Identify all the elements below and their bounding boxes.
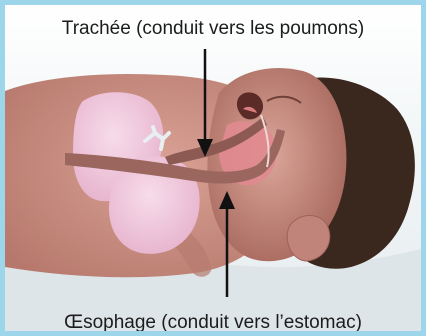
newborn-airway-illustration — [5, 5, 421, 331]
trachea-label: Trachée (conduit vers les poumons) — [5, 18, 421, 40]
esophagus-label: Œsophage (conduit vers l’estomac) — [5, 312, 421, 334]
